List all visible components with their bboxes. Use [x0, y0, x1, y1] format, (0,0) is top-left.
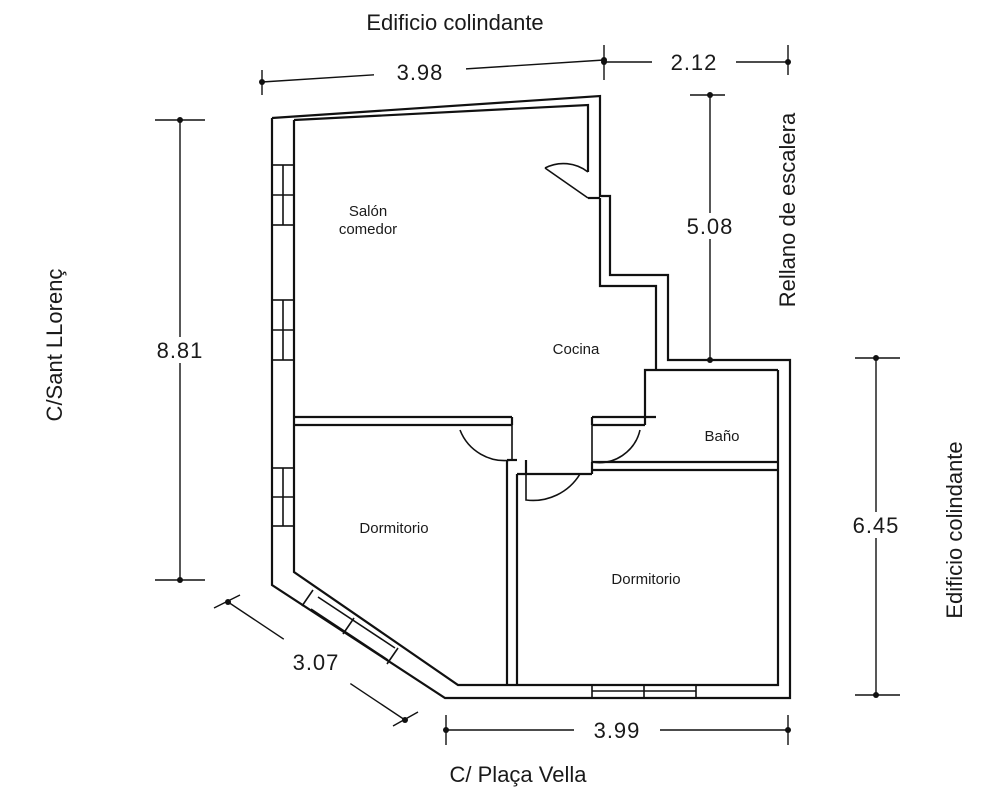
diagonal-window	[301, 589, 399, 665]
room-living-line2: comedor	[339, 221, 397, 238]
room-kitchen: Cocina	[553, 341, 600, 358]
room-living-line1: Salón	[349, 203, 387, 220]
room-bath: Baño	[704, 428, 739, 445]
bottom-street-label: C/ Plaça Vella	[450, 762, 588, 787]
top-neighbor-label: Edificio colindante	[366, 10, 543, 35]
dim-right-lower-height: 6.45	[853, 513, 900, 538]
doors	[459, 162, 641, 502]
dim-right-upper-height: 5.08	[687, 214, 734, 239]
dim-top-right-width: 2.12	[671, 50, 718, 75]
dim-diagonal-length: 3.07	[293, 650, 340, 675]
stair-landing-label: Rellano de escalera	[775, 112, 800, 307]
left-street-label: C/Sant LLorenç	[42, 269, 67, 422]
outer-walls	[270, 94, 792, 700]
room-bedroom-left: Dormitorio	[359, 520, 428, 537]
bottom-window	[591, 684, 697, 699]
dim-top-width: 3.98	[397, 60, 444, 85]
dim-left-height: 8.81	[157, 338, 204, 363]
left-windows	[271, 164, 295, 527]
room-bedroom-right: Dormitorio	[611, 571, 680, 588]
interior-walls	[294, 368, 778, 685]
right-neighbor-label: Edificio colindante	[942, 441, 967, 618]
dim-bottom-width: 3.99	[594, 718, 641, 743]
